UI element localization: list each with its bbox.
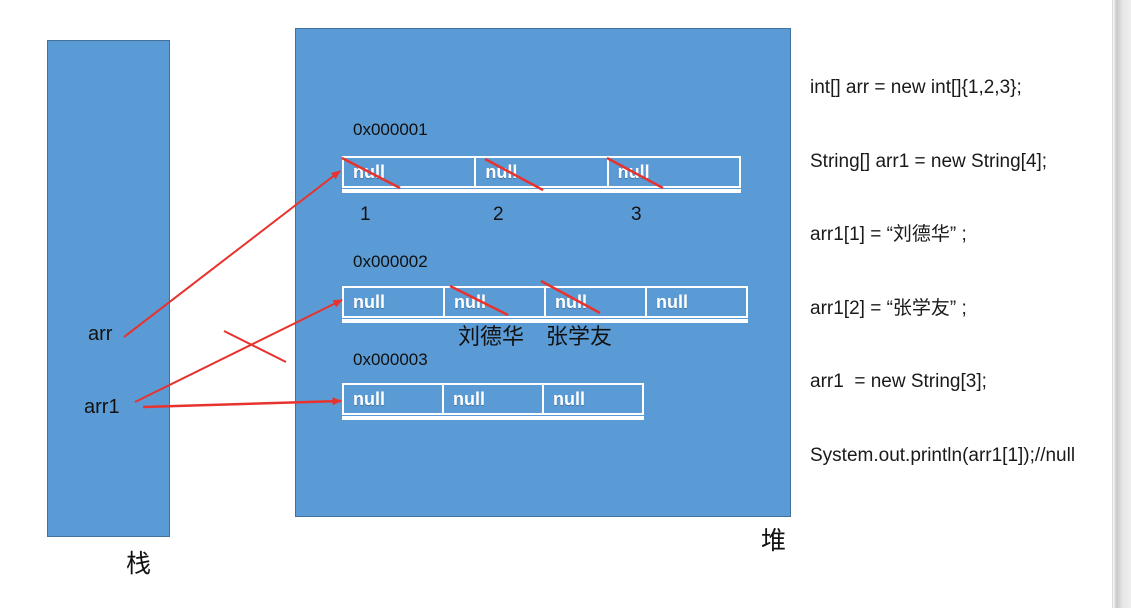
array-underline <box>342 189 741 193</box>
array-cell: null <box>476 158 609 186</box>
stack-label: 栈 <box>126 550 152 578</box>
array-row: null null null <box>342 383 644 415</box>
array-row: null null null null <box>342 286 748 318</box>
array-cell: null <box>546 288 647 316</box>
stack-var-arr1: arr1 <box>84 396 120 418</box>
array-cell: null <box>445 288 546 316</box>
array-object-0x000001: null null null <box>342 156 741 193</box>
code-line: System.out.println(arr1[1]);//null <box>810 444 1076 466</box>
index-label: 2 <box>493 204 504 225</box>
array-underline <box>342 416 644 420</box>
heap-rectangle: 0x000001 null null null 1 2 3 0x000002 n… <box>295 28 791 517</box>
stack-var-arr: arr <box>88 323 113 345</box>
code-line: arr1[2] = “张学友” ; <box>810 297 967 319</box>
array-row: null null null <box>342 156 741 188</box>
index-label: 3 <box>631 204 642 225</box>
array-value-label: 刘德华 <box>458 324 525 349</box>
array-cell: null <box>344 385 444 413</box>
array-cell: null <box>444 385 544 413</box>
heap-label: 堆 <box>761 527 787 555</box>
array-cell: null <box>617 162 650 182</box>
window-edge-scrollbar[interactable] <box>1112 0 1131 608</box>
array-object-0x000003: null null null <box>342 383 644 420</box>
code-line: int[] arr = new int[]{1,2,3}; <box>810 77 1022 98</box>
code-line: arr1[1] = “刘德华” ; <box>810 224 967 245</box>
code-line: String[] arr1 = new String[4]; <box>810 150 1048 172</box>
array-object-0x000002: null null null null <box>342 286 748 323</box>
heap-address-0x000001: 0x000001 <box>353 120 428 139</box>
index-label: 1 <box>360 204 371 225</box>
array-cell: null <box>344 288 445 316</box>
array-underline <box>342 319 748 323</box>
cross-out-stroke <box>223 330 287 363</box>
heap-address-0x000002: 0x000002 <box>353 252 428 271</box>
array-value-label: 张学友 <box>546 324 613 349</box>
heap-address-0x000003: 0x000003 <box>353 350 428 369</box>
array-cell: null <box>553 389 585 409</box>
stack-rectangle: arr arr1 <box>47 40 170 537</box>
code-snippet: int[] arr = new int[]{1,2,3}; String[] a… <box>810 27 1075 517</box>
array-cell: null <box>344 158 477 186</box>
code-line: arr1 = new String[3]; <box>810 371 987 392</box>
array-cell: null <box>656 292 688 312</box>
